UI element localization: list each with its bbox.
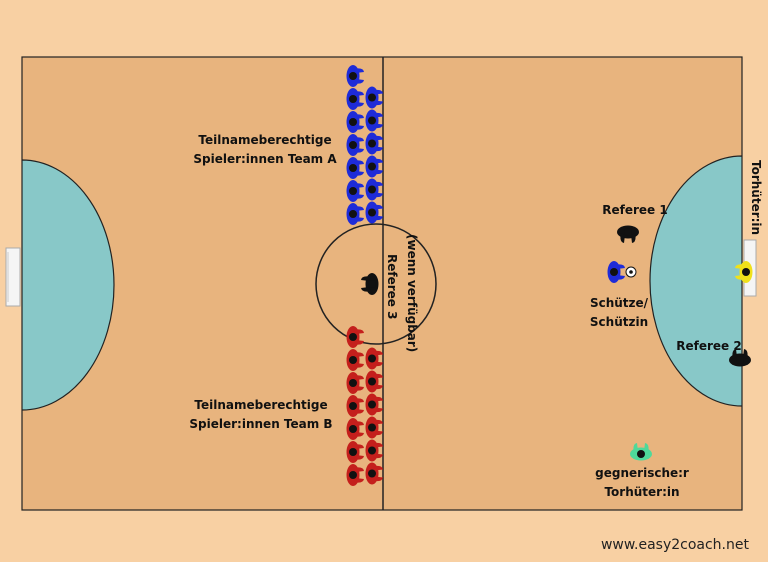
team-a-label-line2: Spieler:innen Team A bbox=[193, 152, 337, 166]
team-a-label-line1: Teilnameberechtige bbox=[198, 133, 332, 147]
right-goal-area bbox=[649, 155, 742, 407]
referee1-label: Referee 1 bbox=[602, 203, 668, 217]
opp-goalkeeper-label-line1: gegnerische:r bbox=[595, 466, 689, 480]
shooter-label-line2: Schützin bbox=[589, 315, 649, 329]
goal-icon-left bbox=[5, 247, 21, 307]
center-circle bbox=[315, 223, 437, 345]
team-a-label: Teilnameberechtige Spieler:innen Team A bbox=[190, 131, 340, 169]
watermark: www.easy2coach.net bbox=[600, 537, 749, 553]
team-b-label-line2: Spieler:innen Team B bbox=[189, 417, 333, 431]
opp-goalkeeper-label: gegnerische:r Torhüter:in bbox=[587, 464, 697, 502]
goalkeeper-right-label: Torhüter:in bbox=[749, 160, 763, 236]
team-b-label-line1: Teilnameberechtige bbox=[194, 398, 328, 412]
shooter-label: Schütze/ Schützin bbox=[574, 294, 664, 332]
court bbox=[21, 56, 743, 511]
shooter-label-line1: Schütze/ bbox=[589, 296, 649, 310]
referee3-note: (wenn verfügbar) bbox=[405, 234, 419, 353]
referee3-label: Referee 3 bbox=[385, 254, 399, 320]
left-goal-area bbox=[22, 159, 115, 411]
referee2-label: Referee 2 bbox=[676, 339, 742, 353]
ball-icon bbox=[625, 266, 637, 278]
opp-goalkeeper-label-line2: Torhüter:in bbox=[604, 485, 680, 499]
team-b-label: Teilnameberechtige Spieler:innen Team B bbox=[186, 396, 336, 434]
